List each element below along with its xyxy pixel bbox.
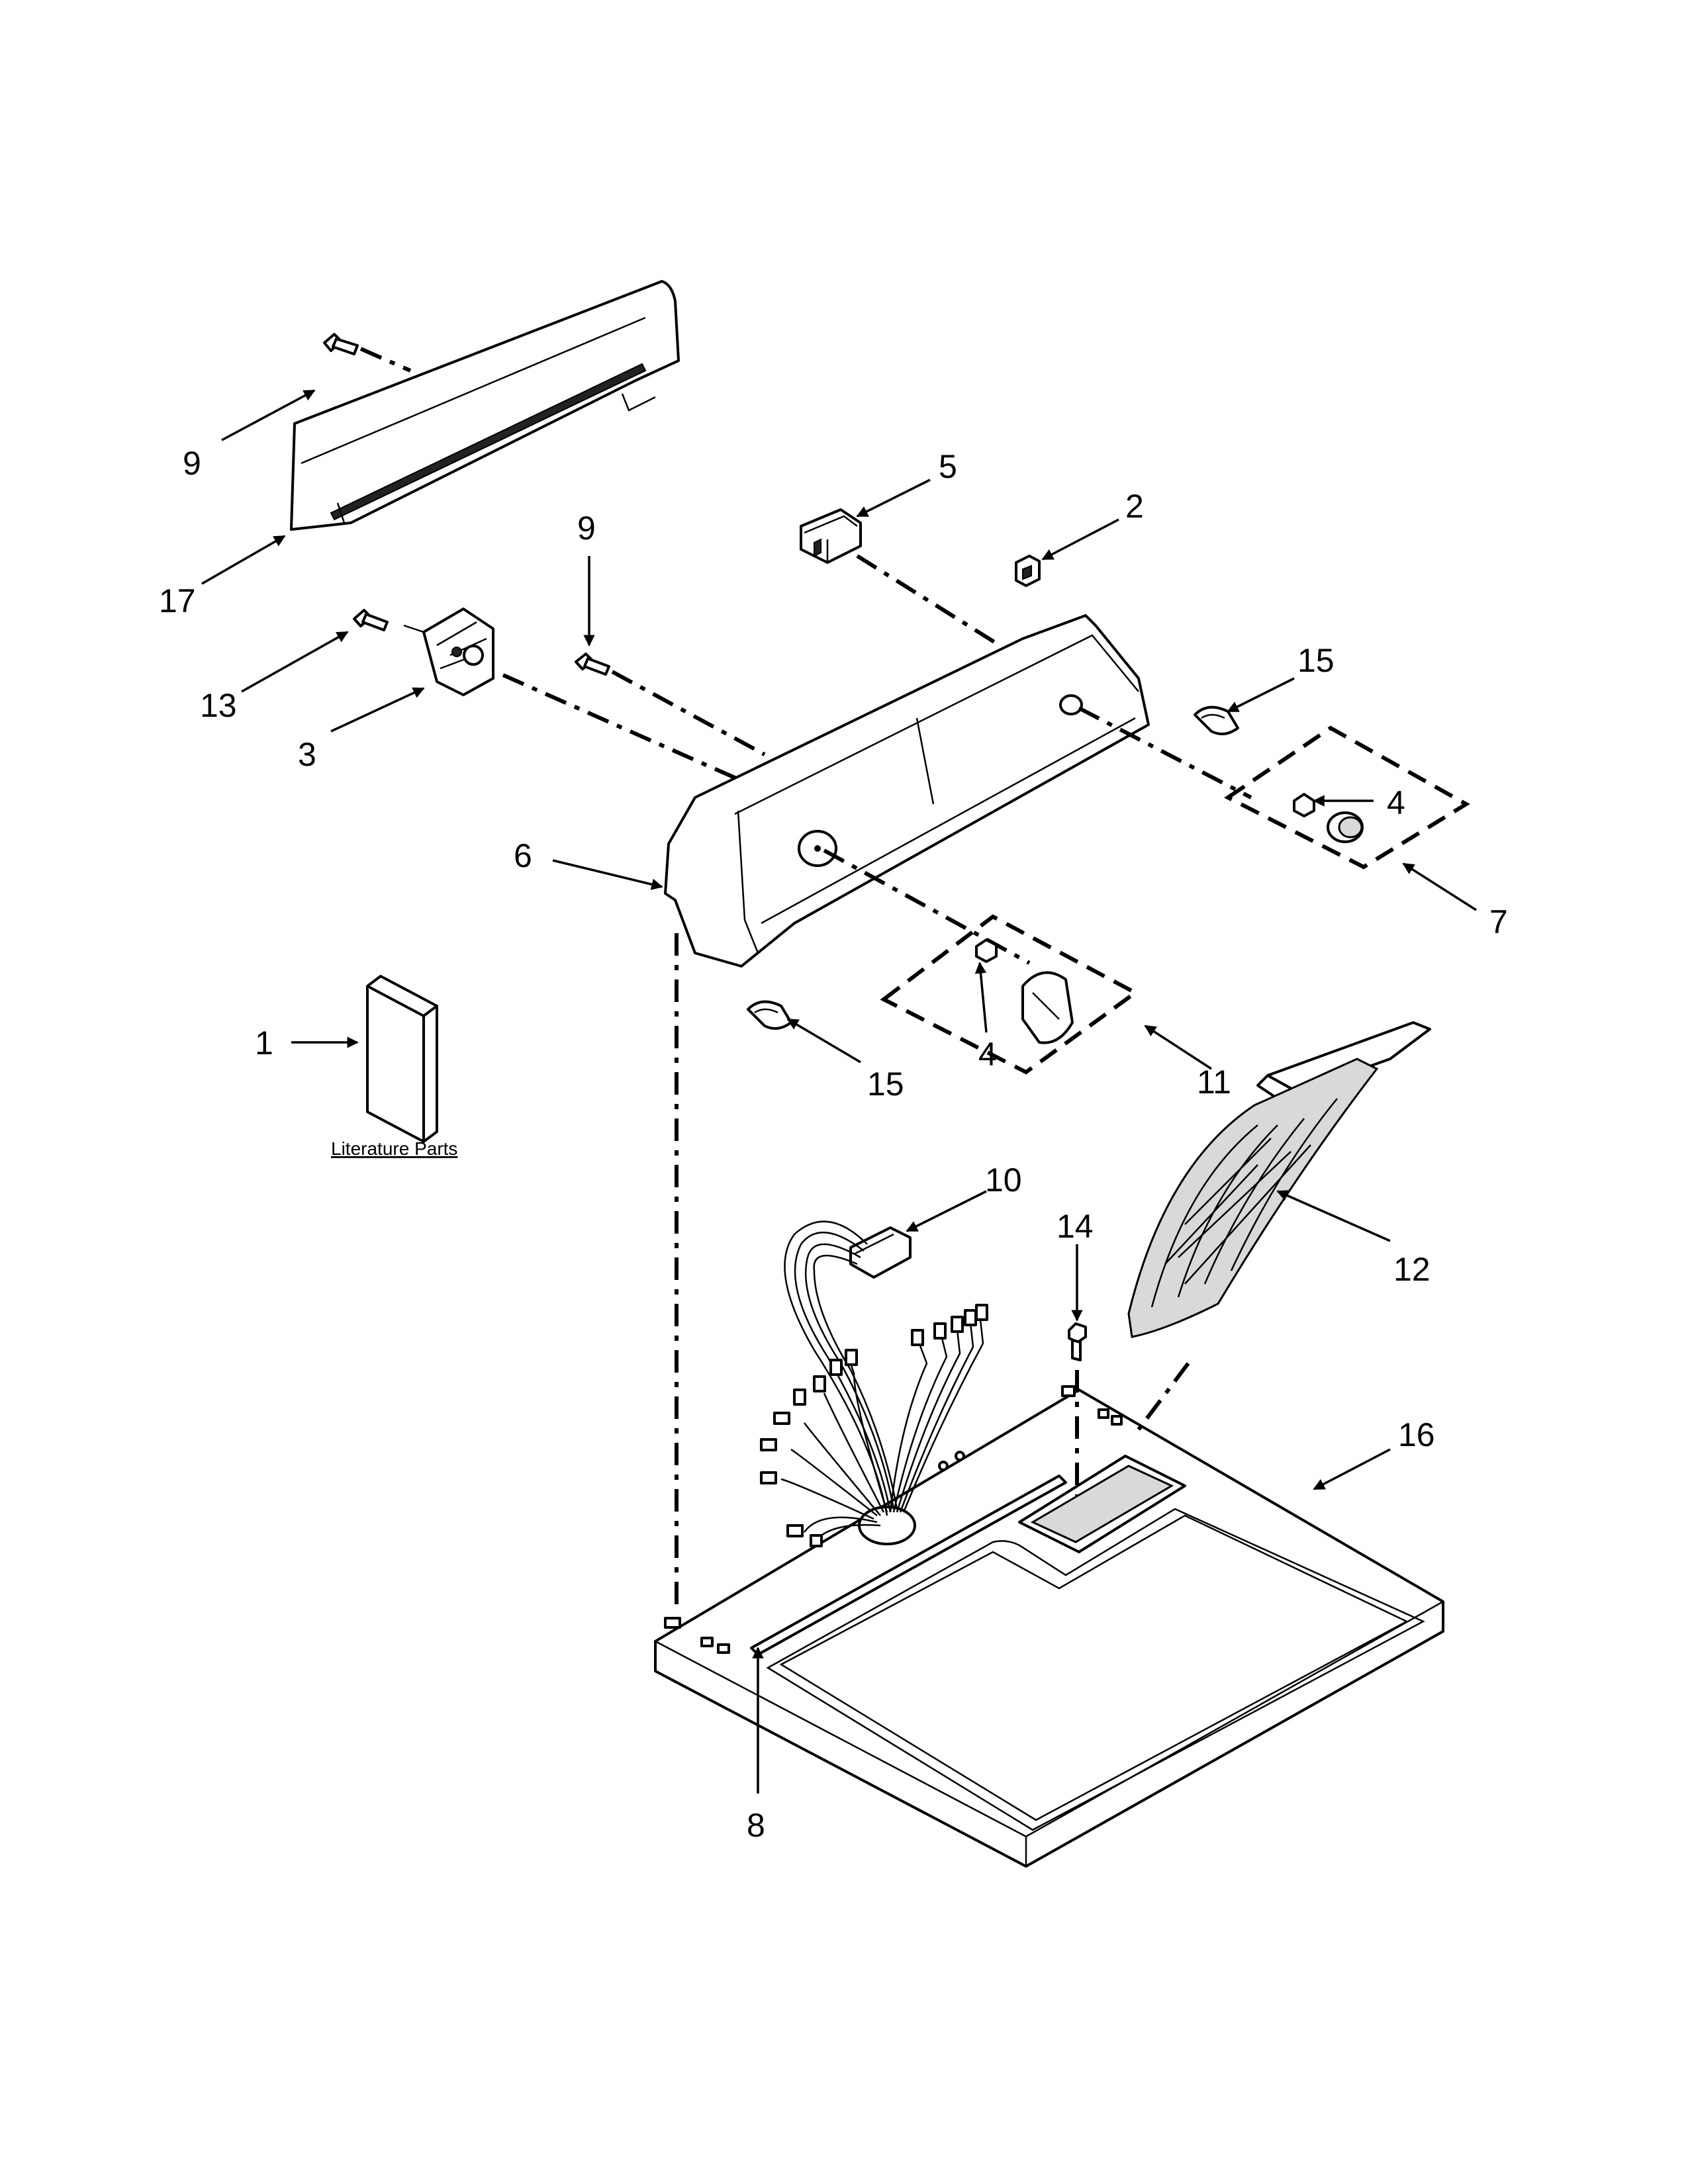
callout-4-lower: 4: [978, 1036, 997, 1073]
callout-6: 6: [514, 837, 532, 874]
callout-16: 16: [1398, 1416, 1435, 1453]
callout-1: 1: [255, 1024, 273, 1062]
clip-2: [1015, 555, 1041, 587]
callout-10: 10: [985, 1161, 1022, 1199]
leader-lines: [201, 389, 1477, 1794]
clip-15-upper: [1194, 705, 1239, 735]
screw-9-upper: [323, 333, 359, 355]
control-console-6: [664, 614, 1150, 968]
callout-12: 12: [1393, 1251, 1430, 1288]
knob-assembly-7: [1224, 725, 1470, 870]
callout-2: 2: [1125, 488, 1144, 525]
callout-7: 7: [1489, 903, 1508, 940]
callout-17: 17: [159, 582, 196, 619]
literature-parts-label: Literature Parts: [331, 1138, 457, 1159]
callout-11: 11: [1197, 1064, 1231, 1101]
screw-13: [353, 609, 389, 631]
callout-numbers: 9 17 13 3 9 5 2 15 4 7 6 4 11 15 1 10 14…: [159, 445, 1508, 1844]
callout-14: 14: [1056, 1208, 1094, 1245]
screw-14: [1068, 1322, 1087, 1361]
timer-3: [403, 608, 494, 696]
callout-4-right: 4: [1387, 784, 1405, 821]
screw-9-center: [575, 653, 610, 676]
callout-9-center: 9: [577, 510, 596, 547]
callout-3: 3: [298, 736, 316, 773]
callout-13: 13: [200, 687, 237, 724]
callout-15-lower: 15: [867, 1066, 904, 1103]
callout-15-upper: 15: [1297, 642, 1335, 679]
callout-5: 5: [939, 448, 957, 485]
lint-screen-12: [1127, 1021, 1431, 1338]
main-top-16: [654, 1385, 1444, 1868]
callout-9-upper: 9: [183, 445, 201, 482]
literature-booklet-1: [366, 975, 438, 1143]
switch-5: [800, 508, 862, 564]
clip-15-lower: [747, 1000, 792, 1030]
wire-harness-10: [760, 1220, 988, 1547]
rear-console-panel: [290, 280, 680, 531]
knob-assembly-11: [880, 914, 1139, 1075]
callout-8: 8: [747, 1807, 765, 1844]
